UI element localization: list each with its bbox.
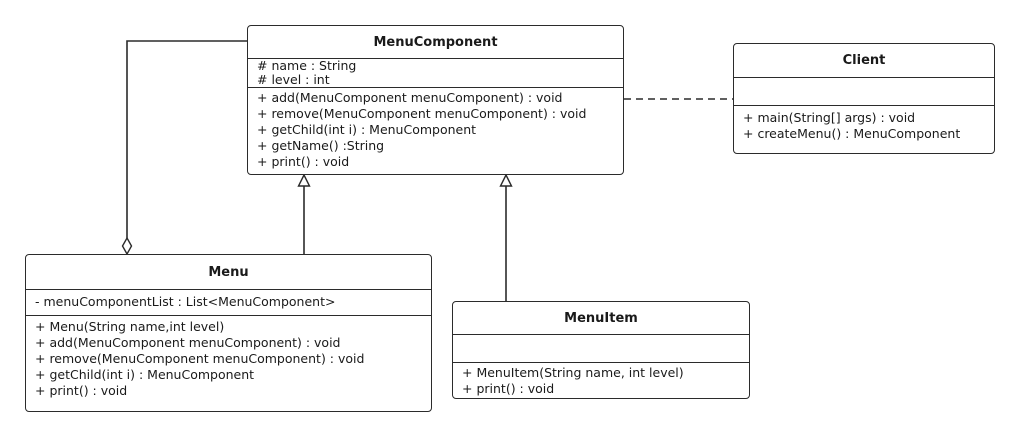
operations-compartment: + MenuItem(String name, int level) + pri…	[453, 363, 749, 398]
class-name: MenuItem	[453, 302, 749, 335]
operation-line: + getName() :String	[257, 138, 385, 153]
operation-line: + main(String[] args) : void	[743, 110, 916, 125]
operation-line: + add(MenuComponent menuComponent) : voi…	[35, 335, 341, 350]
aggregation-diamond	[121, 236, 133, 256]
operation-line: + print() : void	[257, 154, 350, 169]
class-menu-item[interactable]: MenuItem + MenuItem(String name, int lev…	[452, 301, 750, 399]
operation-line: + getChild(int i) : MenuComponent	[257, 122, 477, 137]
aggregation-connector	[126, 40, 247, 238]
attribute-line: # level : int	[257, 72, 330, 87]
operation-line: + remove(MenuComponent menuComponent) : …	[257, 106, 587, 121]
class-menu-component[interactable]: MenuComponent # name : String # level : …	[247, 25, 624, 175]
class-name: MenuComponent	[248, 26, 623, 59]
operation-line: + MenuItem(String name, int level)	[462, 365, 684, 380]
operation-line: + print() : void	[35, 383, 128, 398]
attribute-line: - menuComponentList : List<MenuComponent…	[35, 294, 336, 309]
menu-generalization-arrowhead	[297, 173, 311, 187]
attributes-compartment	[734, 78, 994, 106]
class-client[interactable]: Client + main(String[] args) : void + cr…	[733, 43, 995, 154]
operation-line: + getChild(int i) : MenuComponent	[35, 367, 255, 382]
attributes-compartment: - menuComponentList : List<MenuComponent…	[26, 290, 431, 316]
attribute-line: # name : String	[257, 58, 357, 73]
operation-line: + print() : void	[462, 381, 555, 396]
class-menu[interactable]: Menu - menuComponentList : List<MenuComp…	[25, 254, 432, 412]
attributes-compartment: # name : String # level : int	[248, 59, 623, 88]
class-name: Client	[734, 44, 994, 78]
operation-line: + remove(MenuComponent menuComponent) : …	[35, 351, 365, 366]
operation-line: + add(MenuComponent menuComponent) : voi…	[257, 90, 563, 105]
operation-line: + Menu(String name,int level)	[35, 319, 225, 334]
class-name: Menu	[26, 255, 431, 290]
menuitem-generalization-arrowhead	[499, 173, 513, 187]
operation-line: + createMenu() : MenuComponent	[743, 126, 961, 141]
operations-compartment: + add(MenuComponent menuComponent) : voi…	[248, 88, 623, 172]
operations-compartment: + main(String[] args) : void + createMen…	[734, 106, 994, 144]
operations-compartment: + Menu(String name,int level) + add(Menu…	[26, 316, 431, 401]
attributes-compartment	[453, 335, 749, 363]
